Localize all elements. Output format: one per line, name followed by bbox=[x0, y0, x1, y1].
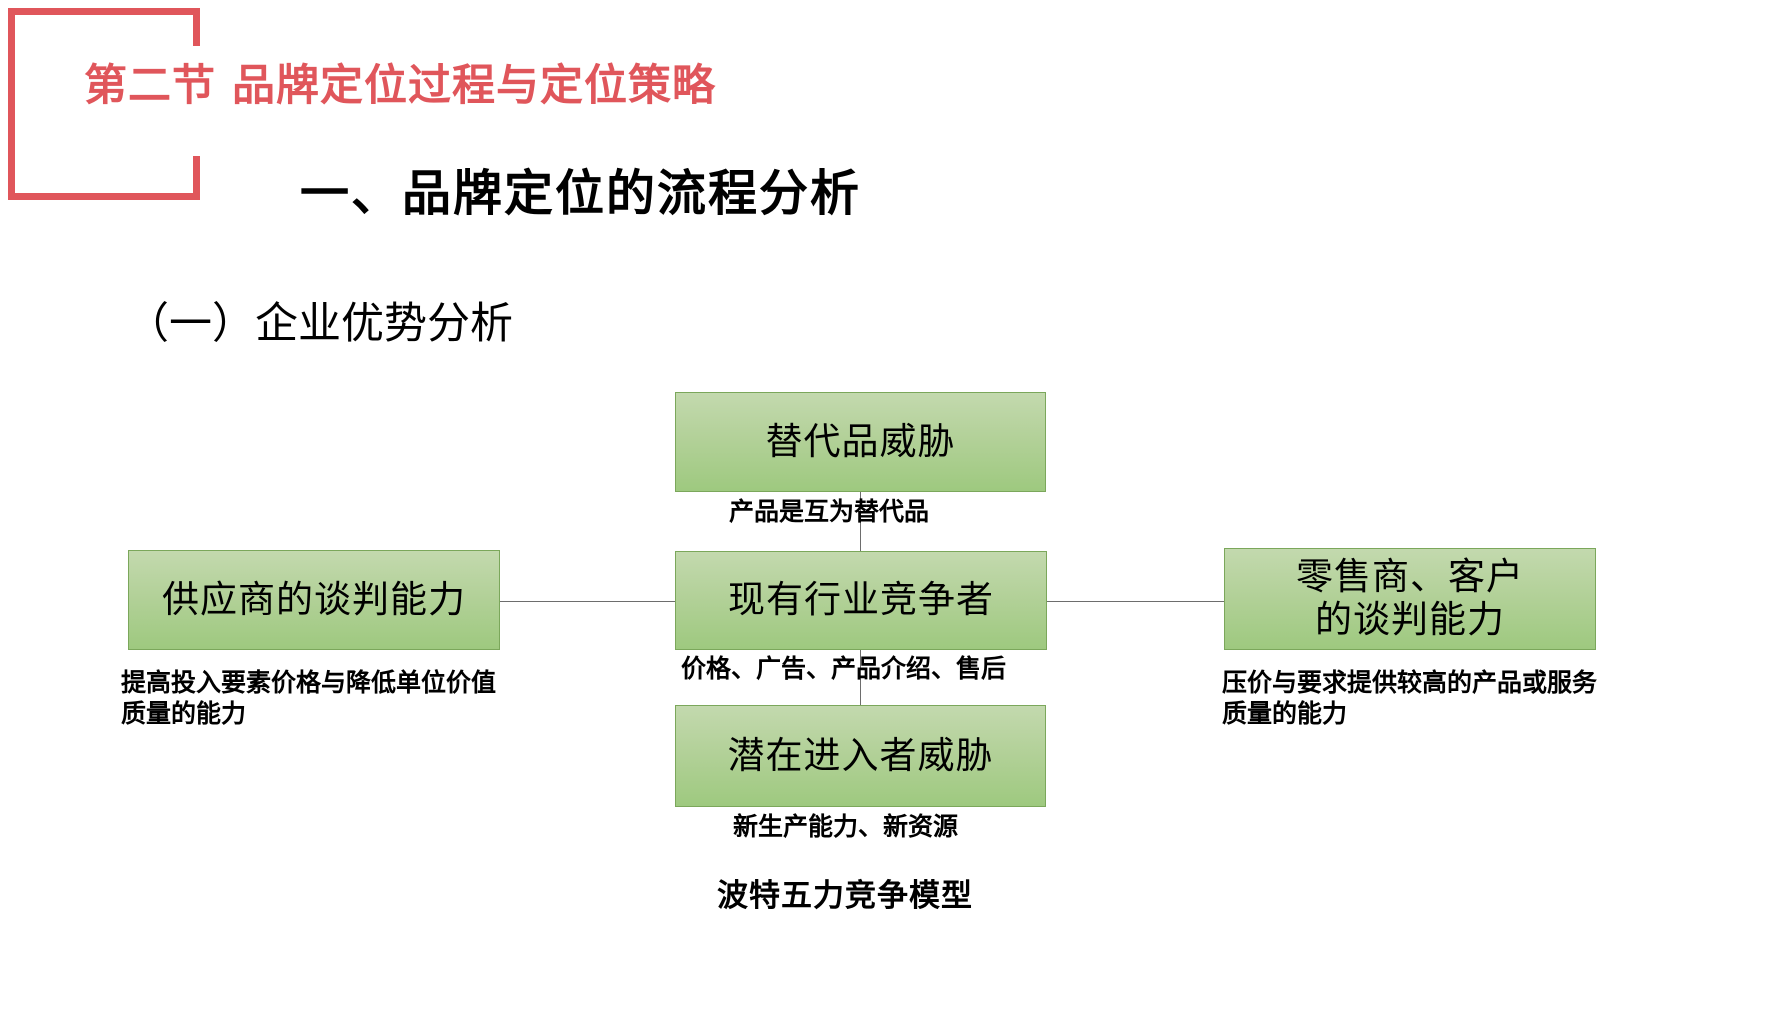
sub-heading: （一）企业优势分析 bbox=[126, 299, 513, 349]
connector-rivalry-to-entrants bbox=[860, 650, 861, 705]
annotation-supplier-power: 提高投入要素价格与降低单位价值 质量的能力 bbox=[121, 668, 497, 728]
main-heading: 一、品牌定位的流程分析 bbox=[300, 165, 862, 222]
node-substitutes[interactable]: 替代品威胁 bbox=[675, 392, 1046, 492]
node-new-entrants[interactable]: 潜在进入者威胁 bbox=[675, 705, 1046, 807]
annotation-buyer-power: 压价与要求提供较高的产品或服务 质量的能力 bbox=[1222, 668, 1598, 728]
annotation-substitutes: 产品是互为替代品 bbox=[729, 497, 930, 526]
node-supplier-power[interactable]: 供应商的谈判能力 bbox=[128, 550, 500, 650]
diagram-caption: 波特五力竞争模型 bbox=[717, 878, 973, 914]
connector-suppliers-to-rivalry bbox=[500, 601, 675, 602]
annotation-new-entrants: 新生产能力、新资源 bbox=[733, 812, 959, 841]
annotation-industry-rivalry: 价格、广告、产品介绍、售后 bbox=[681, 654, 1007, 683]
node-industry-rivalry[interactable]: 现有行业竞争者 bbox=[675, 551, 1047, 650]
decorative-bracket-gap bbox=[186, 46, 202, 156]
section-title: 第二节 品牌定位过程与定位策略 bbox=[84, 61, 716, 111]
connector-rivalry-to-buyers bbox=[1047, 601, 1224, 602]
node-buyer-power[interactable]: 零售商、客户 的谈判能力 bbox=[1224, 548, 1596, 650]
connector-substitutes-to-rivalry bbox=[860, 492, 861, 551]
